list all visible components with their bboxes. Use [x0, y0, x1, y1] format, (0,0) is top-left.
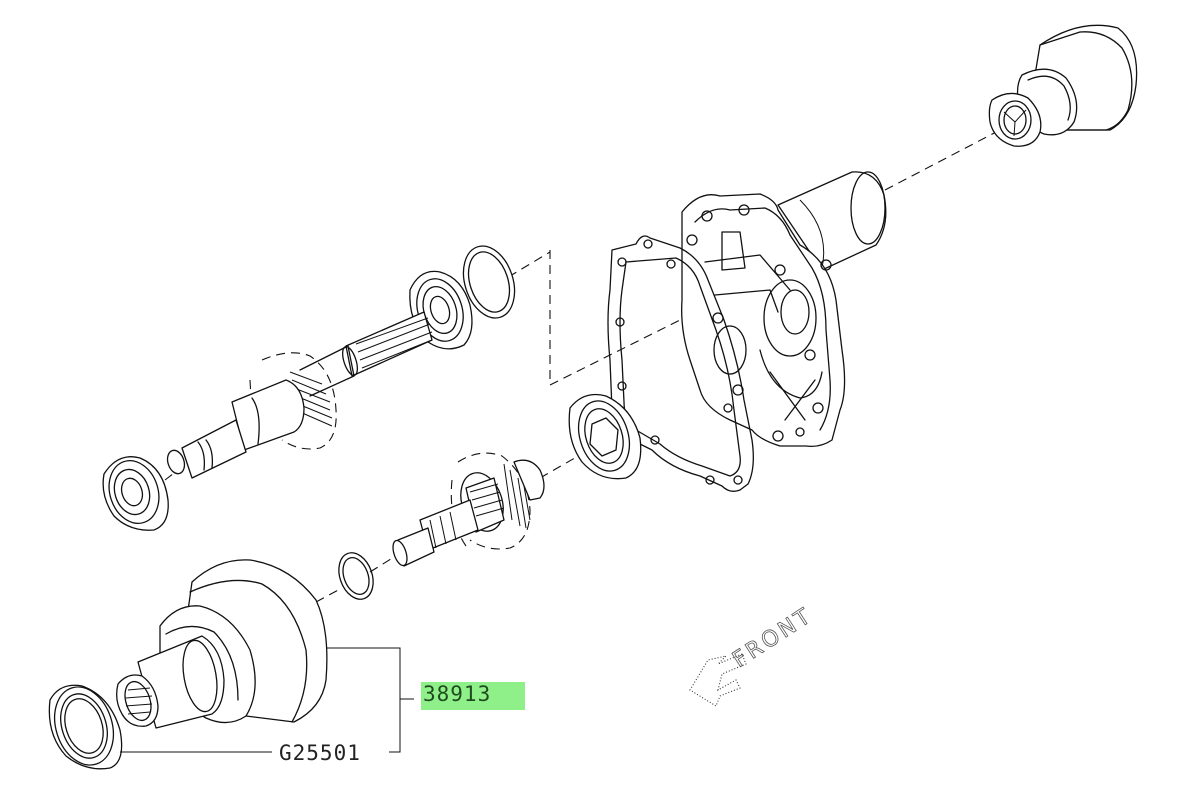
drive-shaft-part [102, 245, 516, 531]
pinion-shaft-part [392, 393, 642, 567]
extension-housing-part [681, 171, 887, 448]
transfer-clutch-drum-part [116, 559, 328, 729]
part-callout-g25501[interactable]: G25501 [278, 741, 362, 765]
extension-sleeve-part [988, 24, 1138, 147]
part-callout-38913[interactable]: 38913 [421, 682, 525, 710]
o-ring-part [338, 552, 374, 600]
front-arrow-icon [689, 653, 747, 707]
callout-leader-lines [120, 647, 414, 753]
oil-seal-part [48, 684, 123, 770]
